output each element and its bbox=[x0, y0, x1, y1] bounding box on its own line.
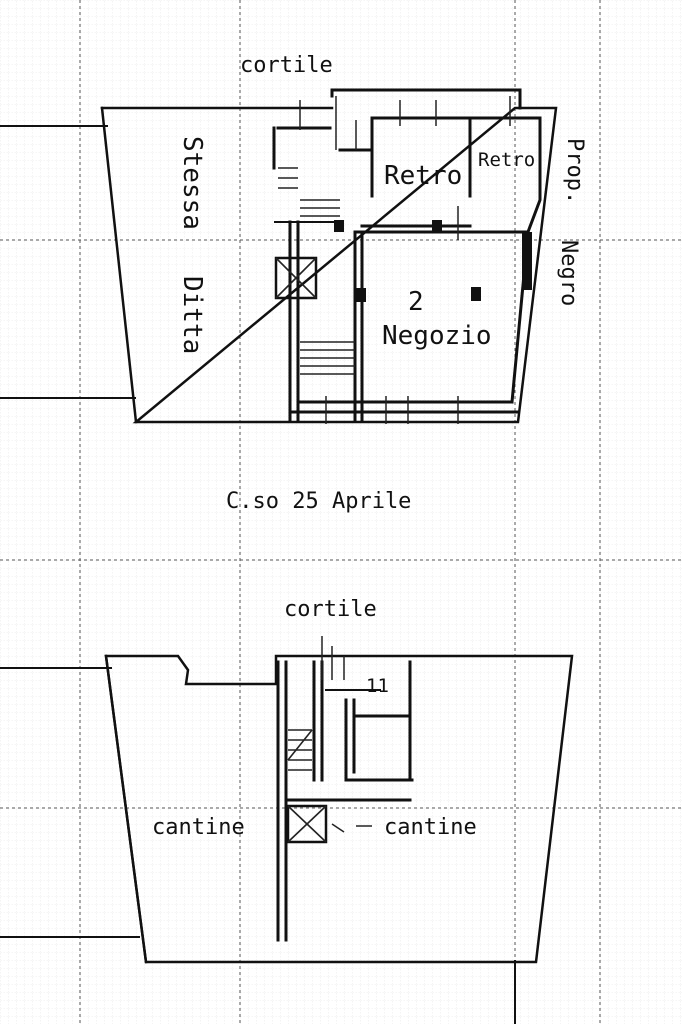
basement-courtyard-label: cortile bbox=[284, 597, 377, 622]
back-room-small-label: Retro bbox=[478, 149, 535, 171]
basement-lift-shaft bbox=[286, 804, 328, 844]
cellar-left-label: cantine bbox=[152, 815, 245, 840]
ground-unit-number: 2 bbox=[408, 287, 424, 317]
shop-label: Negozio bbox=[382, 321, 492, 351]
left-neighbor-label-2: Ditta bbox=[177, 276, 207, 354]
cellar-right-label: cantine bbox=[384, 815, 477, 840]
ground-openings bbox=[299, 96, 511, 424]
street-label: C.so 25 Aprile bbox=[226, 489, 411, 514]
ground-staircase bbox=[278, 167, 355, 375]
right-neighbor-label-1: Prop. bbox=[562, 138, 587, 204]
basement-plan: cortile 11 cantine cantine bbox=[104, 597, 574, 964]
ground-floor-lot-outline bbox=[100, 106, 558, 424]
basement-walls bbox=[276, 660, 414, 942]
right-neighbor-label-2: Negro bbox=[556, 240, 581, 306]
basement-lot-outline bbox=[104, 654, 574, 964]
basement-staircase bbox=[287, 729, 313, 771]
ground-pillars bbox=[334, 220, 532, 302]
ground-floor-plan: cortile Stessa Ditta Prop. Negro Retro R… bbox=[100, 53, 587, 514]
basement-unit-number: 11 bbox=[366, 675, 389, 697]
reference-lines bbox=[0, 125, 516, 1024]
ground-lift-shaft bbox=[274, 256, 318, 300]
ground-courtyard-label: cortile bbox=[240, 53, 333, 78]
left-neighbor-label-1: Stessa bbox=[177, 136, 207, 230]
basement-openings bbox=[321, 636, 372, 833]
unit-walls bbox=[272, 88, 542, 422]
back-room-label: Retro bbox=[384, 161, 462, 191]
